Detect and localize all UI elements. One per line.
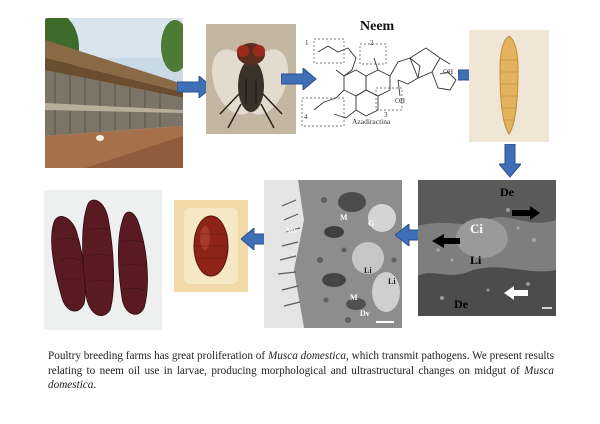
tem-label-mv: Mv [286, 226, 298, 235]
caption-species-2: Musca domestica [48, 364, 554, 392]
tem-label-g: G [368, 219, 375, 228]
sem-label-de-bottom: De [454, 297, 468, 311]
larva-photo [469, 30, 549, 142]
neem-title: Neem [360, 19, 395, 34]
tem-label-li1: Li [364, 266, 372, 275]
region-number-4: 4 [304, 113, 308, 121]
caption-part-2: which transmit pathogens. We present res… [48, 350, 554, 377]
single-pupa-photo [174, 200, 248, 292]
region-number-2: 2 [370, 39, 374, 47]
tem-label-m1: M [340, 213, 348, 222]
figure-caption: Poultry breeding farms has great prolife… [48, 349, 554, 393]
pupae-photo [44, 190, 162, 330]
arrow-right-2 [281, 68, 317, 90]
sem-label-ci: Ci [470, 221, 483, 236]
sem-label-de-top: De [500, 185, 514, 199]
caption-part-3: . [93, 379, 97, 391]
arrow-down [499, 144, 521, 178]
arrow-right-1 [177, 76, 213, 98]
tem-label-dv: Dv [360, 309, 370, 318]
sem-micrograph: De Ci Li De [418, 180, 556, 316]
oh-label-bottom: OH [395, 97, 406, 105]
caption-part-1: Poultry breeding farms has great prolife… [48, 350, 268, 362]
azadirachtin-structure: Neem 1 2 3 4 OH OH Azadiractina [300, 18, 462, 130]
poultry-farm-photo [45, 18, 183, 168]
tem-label-m2: M [350, 293, 358, 302]
tem-micrograph: Mv M G Li M Li Dv [264, 180, 402, 328]
oh-label-right: OH [443, 68, 454, 76]
caption-species-1: Musca domestica, [267, 350, 349, 362]
region-number-1: 1 [305, 39, 309, 47]
tem-label-li2: Li [388, 277, 396, 286]
region-number-3: 3 [384, 111, 388, 119]
compound-name: Azadiractina [352, 117, 391, 126]
sem-label-li: Li [470, 253, 482, 267]
